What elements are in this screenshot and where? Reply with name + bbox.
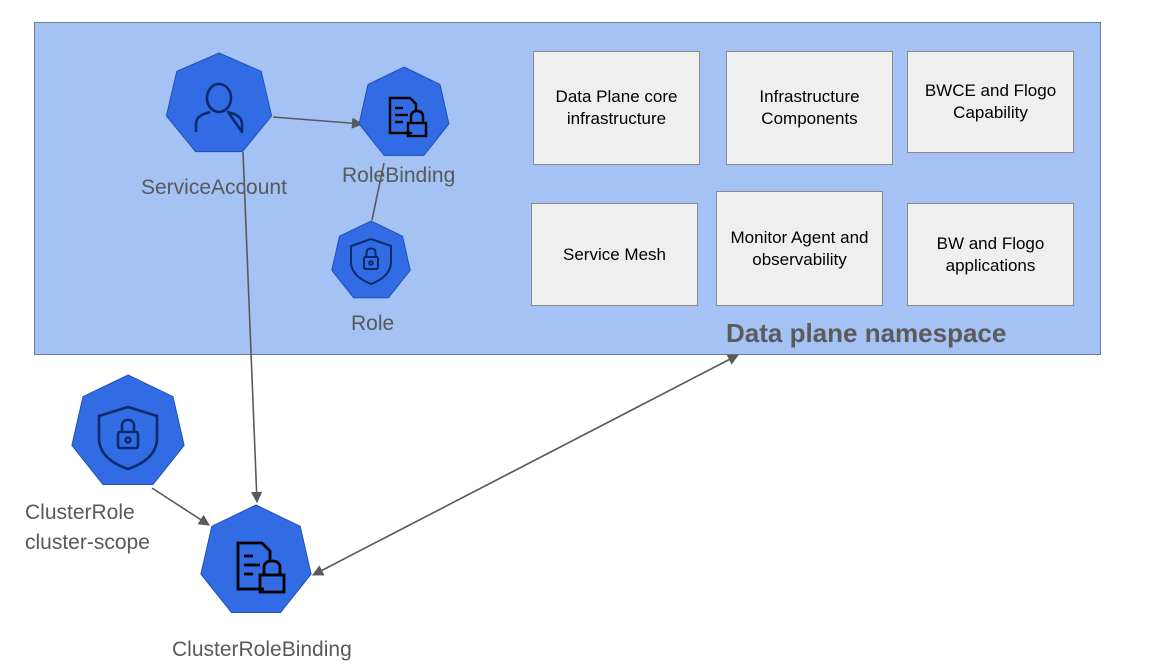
service-account-label: ServiceAccount [141, 176, 287, 199]
document-lock-icon [236, 541, 286, 594]
edge-clusterrolebinding-to-namespace [312, 354, 739, 576]
namespace-title: Data plane namespace [726, 318, 1007, 348]
document-lock-icon [388, 96, 428, 138]
edge-role-to-rolebinding [371, 162, 385, 221]
user-icon [194, 82, 244, 134]
cluster-role-binding-label: ClusterRoleBinding [172, 638, 352, 661]
component-label: Infrastructure Components [759, 87, 860, 128]
component-box-monitor-agent: Monitor Agent and observability [716, 191, 883, 306]
role-label: Role [351, 312, 395, 335]
component-label: Monitor Agent and observability [730, 227, 869, 269]
component-box-infrastructure-components: Infrastructure Components [726, 51, 893, 165]
shield-lock-icon [350, 237, 392, 286]
component-box-bwce-flogo-capability: BWCE and Flogo Capability [907, 51, 1074, 153]
role-node [331, 220, 411, 299]
component-box-core-infrastructure: Data Plane core infrastructure [533, 51, 700, 165]
cluster-role-label-line1: ClusterRole [25, 501, 135, 524]
edge-clusterrole-to-clusterrolebinding [151, 487, 210, 526]
shield-lock-icon [97, 405, 159, 471]
role-binding-label: RoleBinding [342, 164, 456, 187]
component-label: Data Plane core infrastructure [555, 87, 678, 128]
component-label: BWCE and Flogo Capability [924, 81, 1057, 122]
component-box-service-mesh: Service Mesh [531, 203, 698, 306]
cluster-role-binding-node [200, 504, 312, 613]
component-label: BW and Flogo applications [936, 233, 1045, 275]
component-label: Service Mesh [563, 244, 666, 264]
service-account-node [165, 52, 273, 153]
role-binding-node [358, 66, 450, 156]
edge-serviceaccount-to-clusterrolebinding [242, 151, 263, 504]
cluster-role-label-line2: cluster-scope [25, 531, 150, 554]
component-box-bw-flogo-applications: BW and Flogo applications [907, 203, 1074, 306]
edge-serviceaccount-to-rolebinding [272, 116, 364, 129]
cluster-role-node [71, 374, 185, 485]
